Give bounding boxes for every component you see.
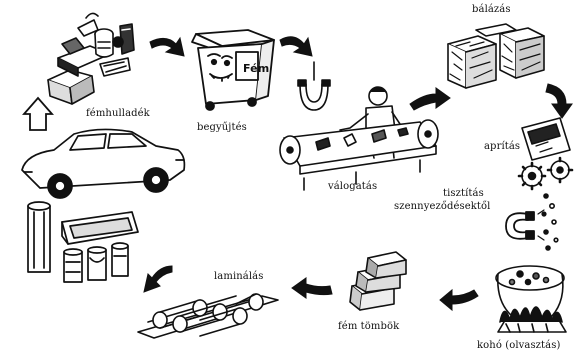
- lamination-rolls: [137, 293, 279, 339]
- label-baling: bálázás: [472, 4, 511, 15]
- label-metal-ingots: fém tömbök: [338, 321, 400, 332]
- arrow-roll-icon: [291, 277, 333, 299]
- arrow-bale-icon: [409, 87, 451, 111]
- arrow-sort-icon: [279, 36, 313, 57]
- metal-ingots: [349, 251, 407, 311]
- arrow-collect-icon: [149, 36, 185, 57]
- bin-text: Fém: [243, 62, 270, 75]
- label-lamination: laminálás: [214, 271, 264, 282]
- arrow-shred-icon: [545, 83, 573, 119]
- process-arrows: [22, 36, 573, 312]
- label-shredding: aprítás: [484, 141, 521, 152]
- scrap-metal-pile: [47, 12, 135, 105]
- label-furnace: kohó (olvasztás): [477, 340, 561, 351]
- finished-products: [21, 128, 186, 283]
- arrow-ingot-icon: [439, 288, 479, 312]
- label-scrap-metal: fémhulladék: [86, 108, 150, 119]
- furnace: [495, 265, 567, 333]
- sorting-station: [279, 61, 439, 191]
- arrow-product-icon: [143, 265, 173, 293]
- arrow-up-icon: [22, 96, 54, 131]
- label-collection: begyűjtés: [197, 122, 247, 133]
- label-sorting: válogatás: [328, 181, 378, 192]
- bales: [447, 23, 545, 89]
- cleaning-magnet: [505, 209, 545, 241]
- collection-bin: [191, 29, 275, 111]
- label-cleaning-1: tisztítás: [443, 188, 484, 199]
- label-cleaning-2: szennyeződésektől: [394, 201, 491, 212]
- shredder: [517, 117, 574, 251]
